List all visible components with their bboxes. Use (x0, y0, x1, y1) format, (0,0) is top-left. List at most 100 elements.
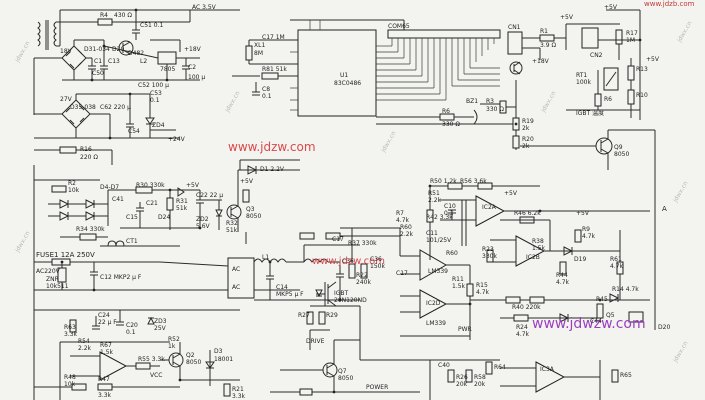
label-c41: C41 (112, 196, 124, 203)
label-d19: D19 (574, 256, 587, 263)
label-r4: R4 (100, 12, 108, 19)
label-zd3: ZD3 (154, 318, 167, 325)
label-c20-value: 0.1 (126, 329, 136, 336)
label-q3: Q3 (246, 206, 255, 213)
label-r2-value: 10k (68, 187, 80, 194)
label-cn2: CN2 (590, 52, 603, 59)
label-p24v: +24V (168, 136, 185, 143)
label-c11: C11 (426, 230, 438, 237)
label-xl1-value: 8M (254, 50, 263, 57)
label-a-out: A (662, 205, 667, 213)
label-r52: R52 (168, 336, 180, 343)
label-power: POWER (366, 384, 389, 391)
label-r38-value: 1.5k (532, 245, 546, 252)
label-d35: D35-038 (70, 104, 96, 111)
label-ac220: AC220V (36, 268, 60, 275)
label-r17-value: 1M (626, 37, 635, 44)
label-r31-value: 51k (176, 205, 188, 212)
label-r26: R26 (456, 374, 468, 381)
label-p18v-b: +18V (532, 58, 549, 65)
label-r3-value: 330 Ω (486, 106, 504, 113)
label-r51: R51 (428, 190, 440, 197)
label-com65: COM65 (388, 23, 410, 30)
label-r1: R1 (540, 28, 548, 35)
label-r6-value: 330 Ω (442, 121, 460, 128)
label-pwr: PWR (458, 326, 472, 333)
label-p5v-a: +5V (560, 14, 573, 21)
label-q9: Q9 (614, 144, 623, 151)
label-r24: R24 (516, 324, 528, 331)
label-r47: R47 (98, 376, 110, 383)
label-u1: U1 (340, 72, 349, 79)
driver-section (33, 290, 240, 400)
label-igbt-value: 20N120ND (334, 297, 367, 304)
label-d4d7: D4-D7 (100, 184, 120, 191)
label-r17: R17 (626, 30, 638, 37)
label-r22-value: 240k (356, 279, 371, 286)
red-watermark: www.jdzw.com (228, 140, 316, 154)
label-18v: 18V (60, 48, 72, 55)
label-c62: C62 220 μ (100, 104, 131, 111)
label-c17: C17 1M (262, 34, 285, 41)
label-q9-value: 8050 (614, 151, 630, 158)
label-r48: R48 (64, 374, 76, 381)
label-r40: R40 220k (512, 304, 541, 311)
label-r44-value: 4.7k (556, 279, 570, 286)
label-r45: R45 (596, 296, 608, 303)
label-r64: R64 (494, 364, 506, 371)
label-drive: DRIVE (306, 338, 325, 345)
label-r51-value: 2.2k (428, 197, 442, 204)
label-v01a: 0.1 (150, 97, 160, 104)
label-l1: L1 (262, 254, 270, 261)
label-lm339b: LM339 (426, 320, 446, 327)
label-c8-value: 0.1 (262, 93, 272, 100)
comparator-section (399, 182, 650, 400)
label-d20b: D20 (658, 324, 671, 331)
label-r9b-value: 4.7k (582, 233, 596, 240)
label-r61: R61 (610, 256, 622, 263)
label-q2-value: 8050 (186, 359, 202, 366)
label-p5v-c: +5V (646, 56, 659, 63)
label-r6: R6 (442, 108, 450, 115)
label-r4-value: 430 Ω (114, 12, 132, 19)
label-r32-value: 51k (226, 227, 238, 234)
label-r63: R63 (64, 324, 76, 331)
label-c10-value: 0.1 (444, 210, 454, 217)
label-q2: Q2 (186, 352, 195, 359)
label-c24: C24 (98, 312, 110, 319)
label-zd2: ZD2 (196, 216, 209, 223)
label-ic2d: IC2D (426, 300, 441, 307)
label-r38: R38 (532, 238, 544, 245)
label-27v: 27V (60, 96, 72, 103)
label-r55: R55 3.3k (138, 356, 165, 363)
label-r63-value: 3.3k (64, 331, 78, 338)
label-c54: C54 (128, 128, 140, 135)
label-lm339a: LM339 (428, 268, 448, 275)
label-r60: R60 (400, 224, 412, 231)
label-c50: C50 (92, 70, 104, 77)
label-l2: L2 (140, 58, 148, 65)
label-cn1: CN1 (508, 24, 521, 31)
label-r61-value: 4.7k (610, 263, 624, 270)
label-d482: D482 (128, 50, 145, 57)
label-fuse: FUSE1 12A 250V (36, 251, 95, 259)
label-q5: Q5 (606, 312, 615, 319)
label-p5v-b: +5V (604, 4, 617, 11)
label-ac35: AC 3.5V (192, 4, 216, 11)
label-r44: R44 (556, 272, 568, 279)
label-d3: D3 (214, 348, 223, 355)
junction-dots (60, 8, 642, 394)
label-igbt-temp: IGBT 温度 (576, 110, 605, 117)
label-r14: R14 4.7k (612, 286, 639, 293)
label-d1: D1 2.2V (260, 166, 284, 173)
label-r6b: R6 (604, 96, 612, 103)
label-c2: C2 (188, 64, 197, 71)
label-c36: C36 (342, 258, 354, 265)
label-c40: C40 (438, 362, 450, 369)
label-r21-value: 3.3k (232, 393, 246, 400)
label-r19: R19 (522, 118, 534, 125)
label-xl1: XL1 (254, 42, 266, 49)
mains-section (34, 227, 400, 331)
label-p18v-a: +18V (184, 46, 201, 53)
